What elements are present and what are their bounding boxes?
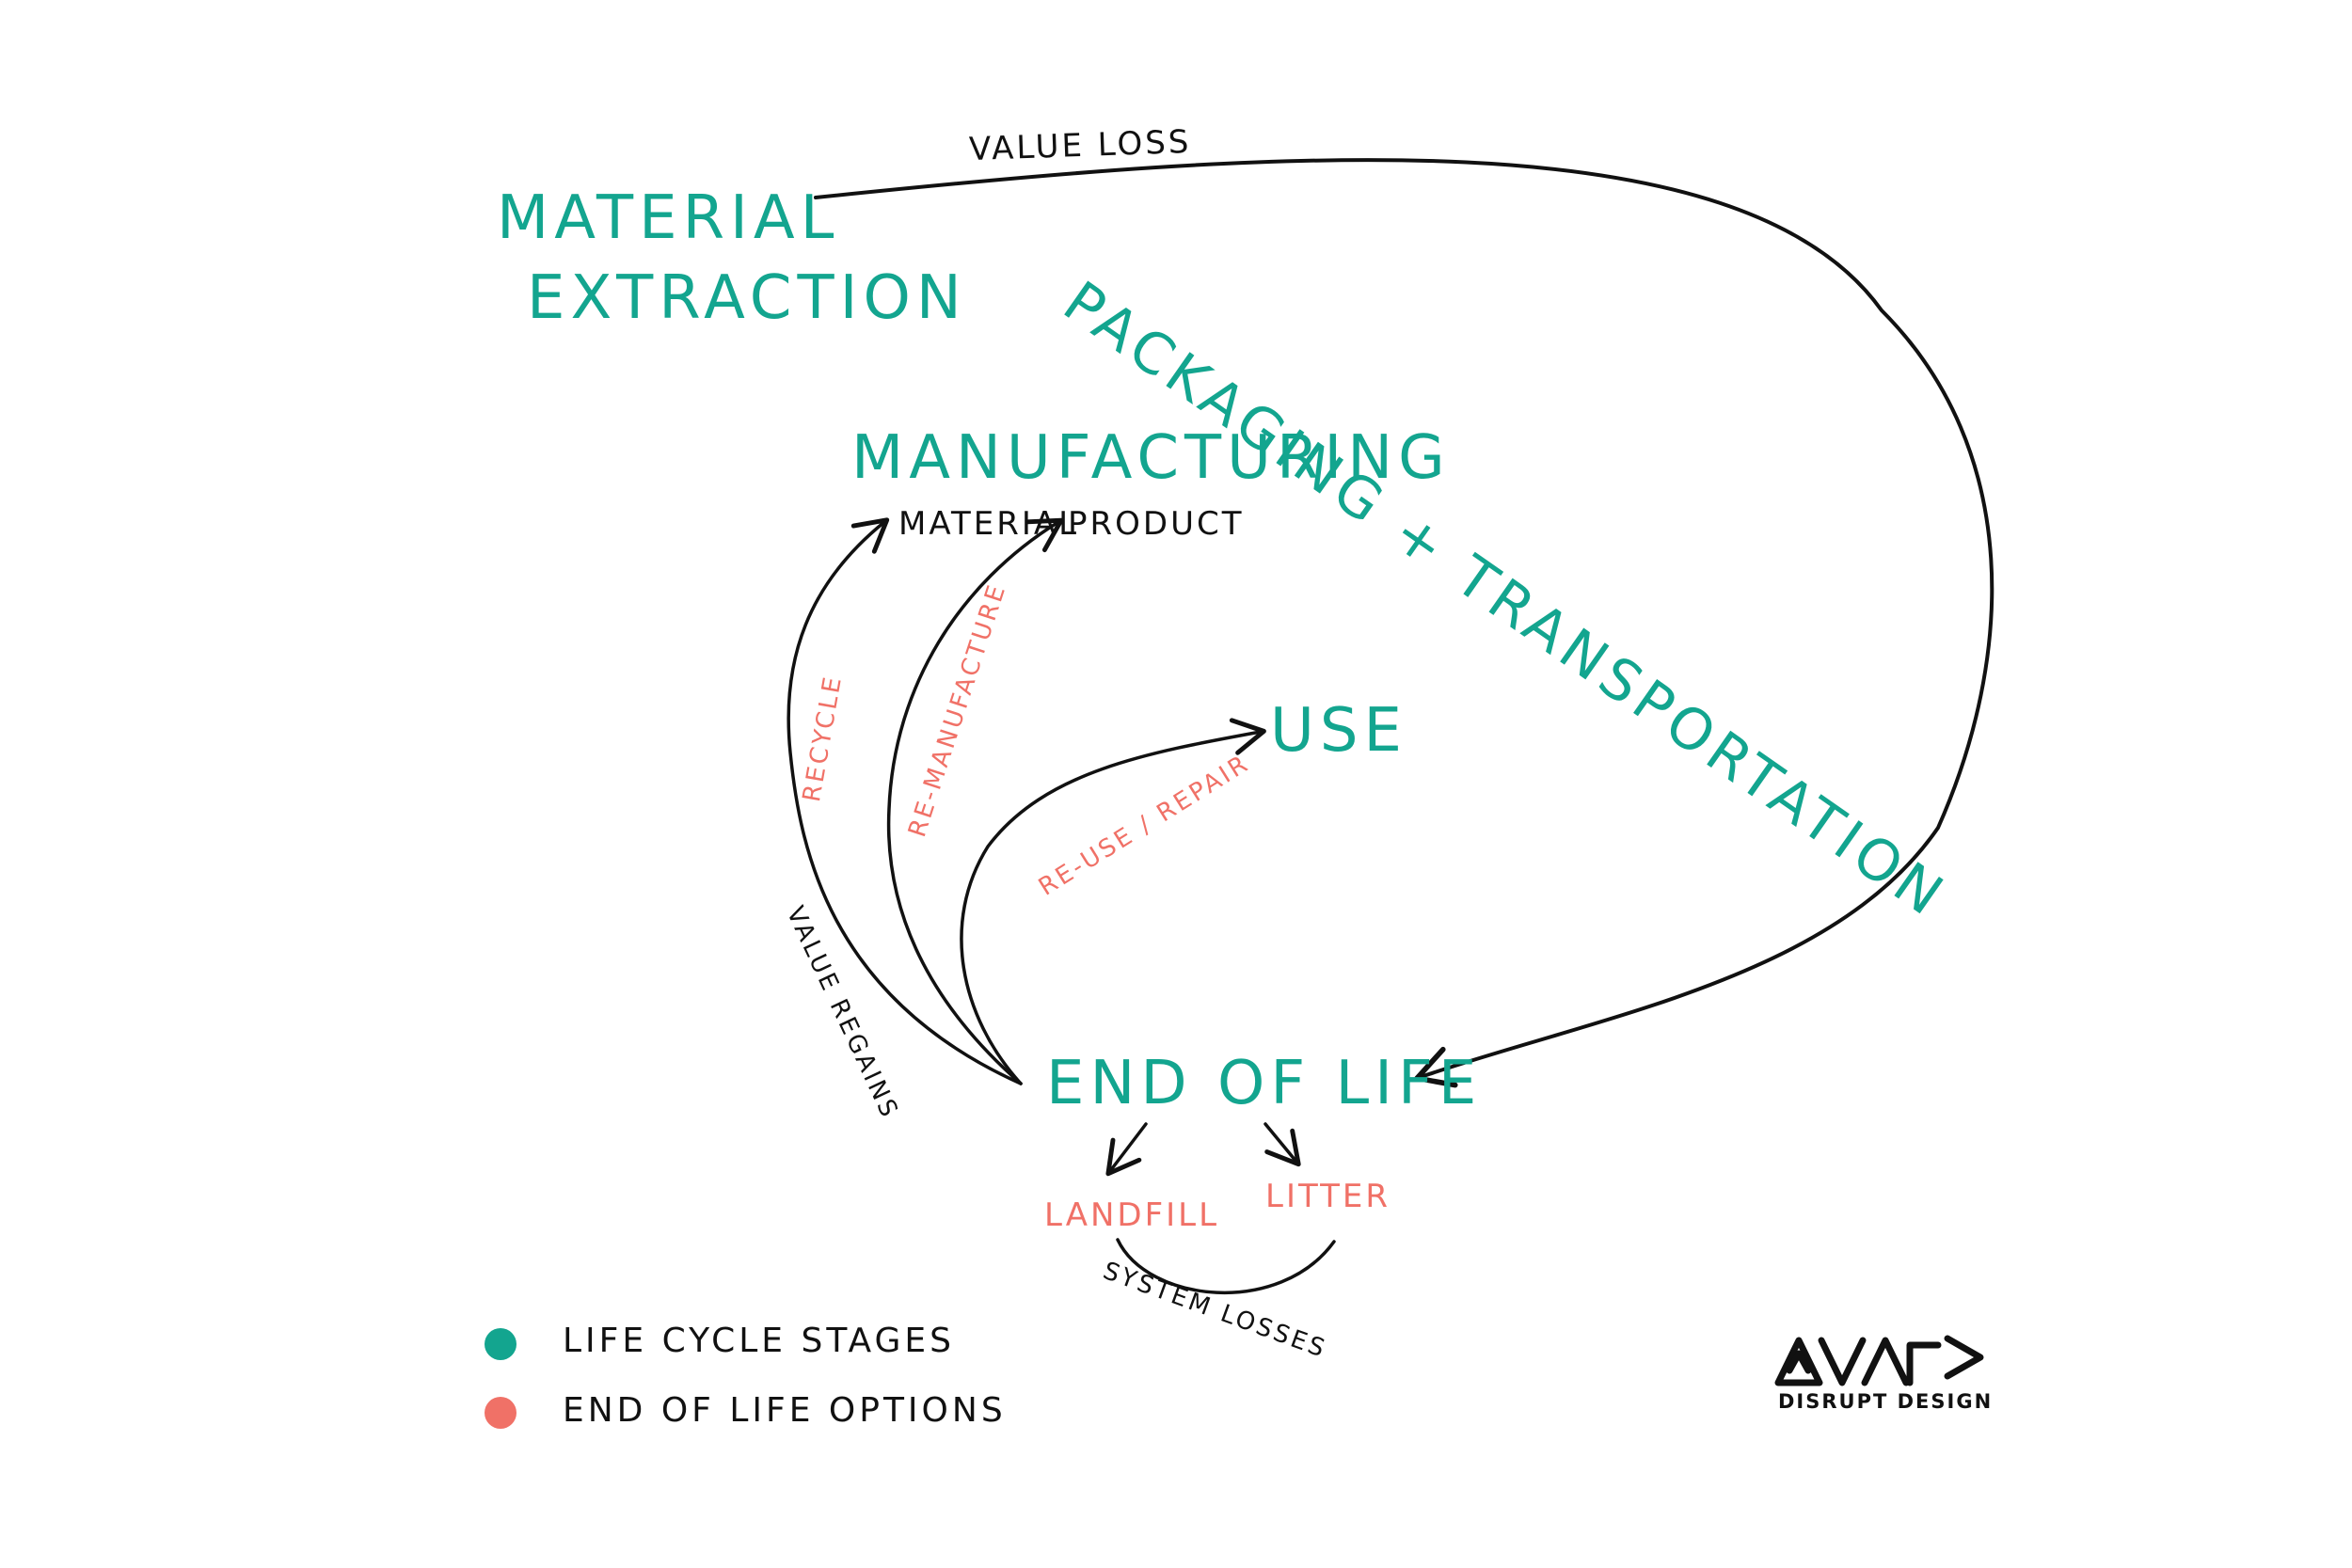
manufacturing-product: PRODUCT <box>1068 505 1245 543</box>
manufacturing-material: MATERIAL <box>898 505 1080 543</box>
litter-arrow <box>1263 1122 1301 1167</box>
stage-material-extraction-line2: EXTRACTION <box>527 263 967 333</box>
legend-option-label: END OF LIFE OPTIONS <box>563 1391 1007 1430</box>
remanufacture-arrow <box>886 517 1064 1085</box>
value-loss-arrow <box>814 158 1994 1088</box>
landfill-arrow <box>1105 1122 1148 1177</box>
legend-stage-label: LIFE CYCLE STAGES <box>563 1322 956 1360</box>
option-landfill: LANDFILL <box>1044 1196 1220 1234</box>
brand-name: DISRUPT DESIGN <box>1778 1390 1994 1413</box>
stage-use: USE <box>1270 696 1407 766</box>
stage-end-of-life: END OF LIFE <box>1046 1049 1483 1118</box>
legend-option-dot <box>485 1397 516 1429</box>
legend-stage-dot <box>485 1328 516 1360</box>
stage-material-extraction-line1: MATERIAL <box>497 183 840 253</box>
system-losses-arc <box>1116 1238 1336 1294</box>
stage-manufacturing: MANUFACTURING <box>851 423 1451 493</box>
option-litter: LITTER <box>1265 1178 1391 1215</box>
disrupt-design-logo <box>1774 1335 1984 1386</box>
reuse-repair-arrow <box>960 718 1266 1085</box>
value-loss-label: VALUE LOSS <box>968 122 1193 169</box>
recycle-arrow <box>787 517 1023 1085</box>
